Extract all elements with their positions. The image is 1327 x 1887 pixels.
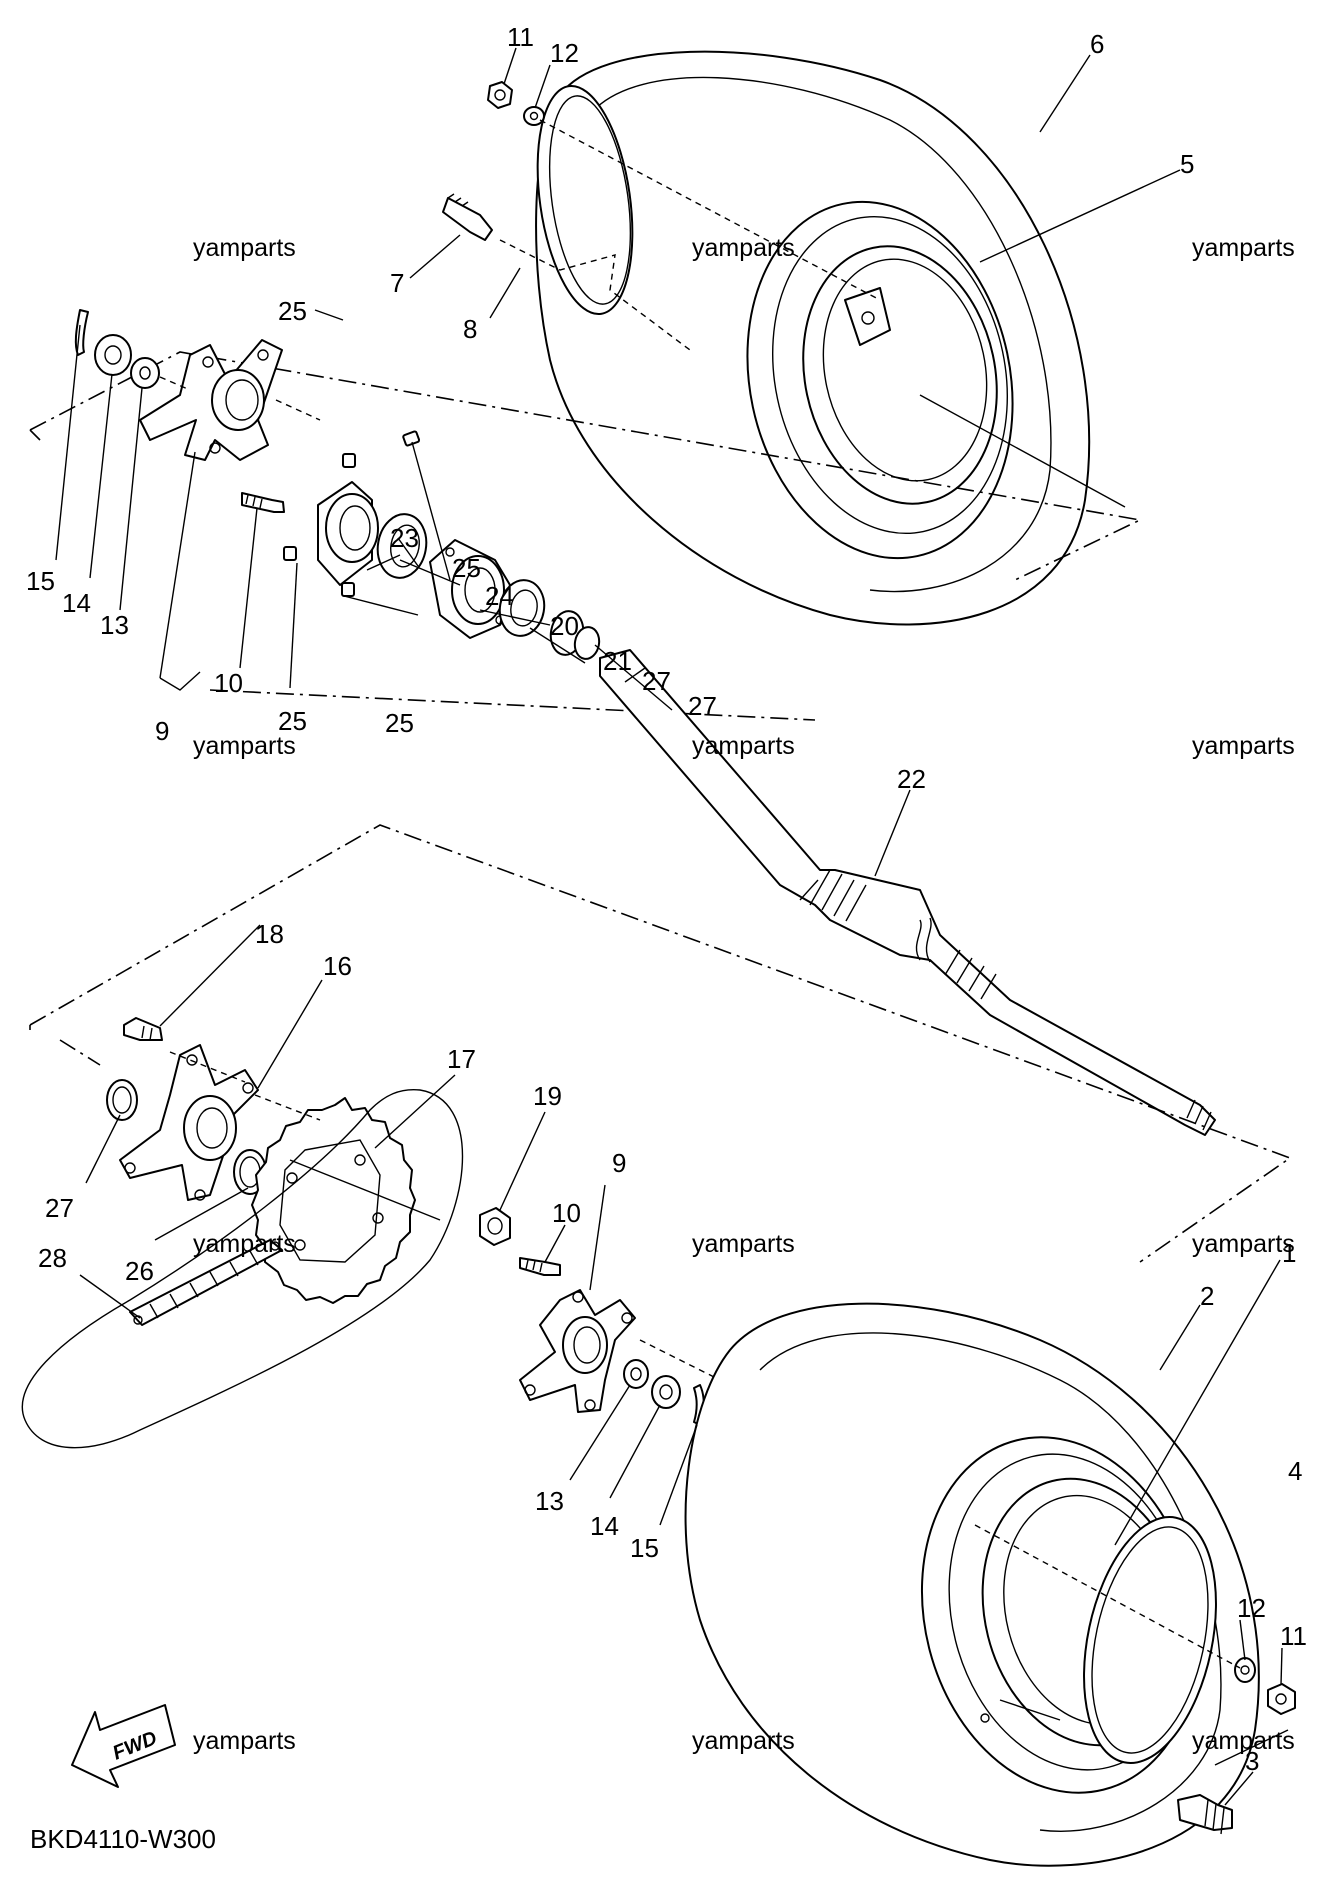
callout-15-upper: 15 bbox=[26, 566, 55, 596]
callout-21: 21 bbox=[603, 646, 632, 676]
callout-15-lower: 15 bbox=[630, 1533, 659, 1563]
callout-18: 18 bbox=[255, 919, 284, 949]
watermark-2: yamparts bbox=[692, 234, 795, 262]
callout-25-left: 25 bbox=[278, 706, 307, 736]
callout-13-upper: 13 bbox=[100, 610, 129, 640]
hub-assembly-upper bbox=[74, 309, 601, 660]
callout-numbers: 11 12 6 5 7 8 15 14 13 10 9 25 23 25 24 … bbox=[26, 22, 1307, 1776]
sprocket-17 bbox=[251, 1097, 416, 1304]
watermark-7: yamparts bbox=[193, 1230, 296, 1258]
callout-25-top: 25 bbox=[278, 296, 307, 326]
upper-frame-line bbox=[29, 351, 1143, 581]
diagram-code: BKD4110-W300 bbox=[30, 1824, 216, 1854]
callout-7: 7 bbox=[390, 268, 404, 298]
lower-frame-line bbox=[29, 824, 1292, 1263]
callout-26: 26 bbox=[125, 1256, 154, 1286]
callout-24: 24 bbox=[485, 581, 514, 611]
callout-1: 1 bbox=[1282, 1238, 1296, 1268]
rear-axle bbox=[599, 649, 1216, 1136]
watermark-4: yamparts bbox=[193, 732, 296, 760]
callout-10-lower: 10 bbox=[552, 1198, 581, 1228]
callout-16: 16 bbox=[323, 951, 352, 981]
watermark-6: yamparts bbox=[1192, 732, 1295, 760]
callout-14-upper: 14 bbox=[62, 588, 91, 618]
callout-2: 2 bbox=[1200, 1281, 1214, 1311]
callout-3: 3 bbox=[1245, 1746, 1259, 1776]
callout-27-lower: 27 bbox=[45, 1193, 74, 1223]
callout-13-lower: 13 bbox=[535, 1486, 564, 1516]
callout-25-bottom: 25 bbox=[385, 708, 414, 738]
watermark-11: yamparts bbox=[692, 1727, 795, 1755]
watermark-8: yamparts bbox=[692, 1230, 795, 1258]
callout-4: 4 bbox=[1288, 1456, 1302, 1486]
callout-11-upper: 11 bbox=[507, 22, 534, 52]
callout-17: 17 bbox=[447, 1044, 476, 1074]
callout-8: 8 bbox=[463, 314, 477, 344]
callout-9-upper: 9 bbox=[155, 716, 169, 746]
callout-11-lower: 11 bbox=[1280, 1621, 1307, 1651]
callout-27-upper-a: 27 bbox=[642, 666, 671, 696]
lower-wheel bbox=[684, 1302, 1296, 1867]
callout-10-upper: 10 bbox=[214, 668, 243, 698]
watermark-10: yamparts bbox=[193, 1727, 296, 1755]
watermark-12: yamparts bbox=[1192, 1727, 1295, 1755]
callout-22: 22 bbox=[897, 764, 926, 794]
callout-14-lower: 14 bbox=[590, 1511, 619, 1541]
watermarks: yamparts yamparts yamparts yamparts yamp… bbox=[193, 234, 1295, 1755]
callout-6: 6 bbox=[1090, 29, 1104, 59]
callout-19: 19 bbox=[533, 1081, 562, 1111]
upper-frame-lower bbox=[29, 429, 816, 721]
callout-27-upper-b: 27 bbox=[688, 691, 717, 721]
watermark-1: yamparts bbox=[193, 234, 296, 262]
callout-12-upper: 12 bbox=[550, 38, 579, 68]
lower-frame-lower bbox=[29, 1025, 101, 1066]
watermark-9: yamparts bbox=[1192, 1230, 1295, 1258]
callout-25-right: 25 bbox=[452, 553, 481, 583]
sprocket-assembly bbox=[21, 1017, 1001, 1521]
callout-12-lower: 12 bbox=[1237, 1593, 1266, 1623]
leader-lines bbox=[55, 47, 1289, 1806]
watermark-3: yamparts bbox=[1192, 234, 1295, 262]
callout-23: 23 bbox=[390, 523, 419, 553]
callout-9-lower: 9 bbox=[612, 1148, 626, 1178]
fwd-arrow: FWD bbox=[71, 1704, 176, 1788]
watermark-5: yamparts bbox=[692, 732, 795, 760]
callout-5: 5 bbox=[1180, 149, 1194, 179]
callout-20: 20 bbox=[550, 611, 579, 641]
upper-wheel bbox=[442, 50, 1091, 626]
callout-28: 28 bbox=[38, 1243, 67, 1273]
